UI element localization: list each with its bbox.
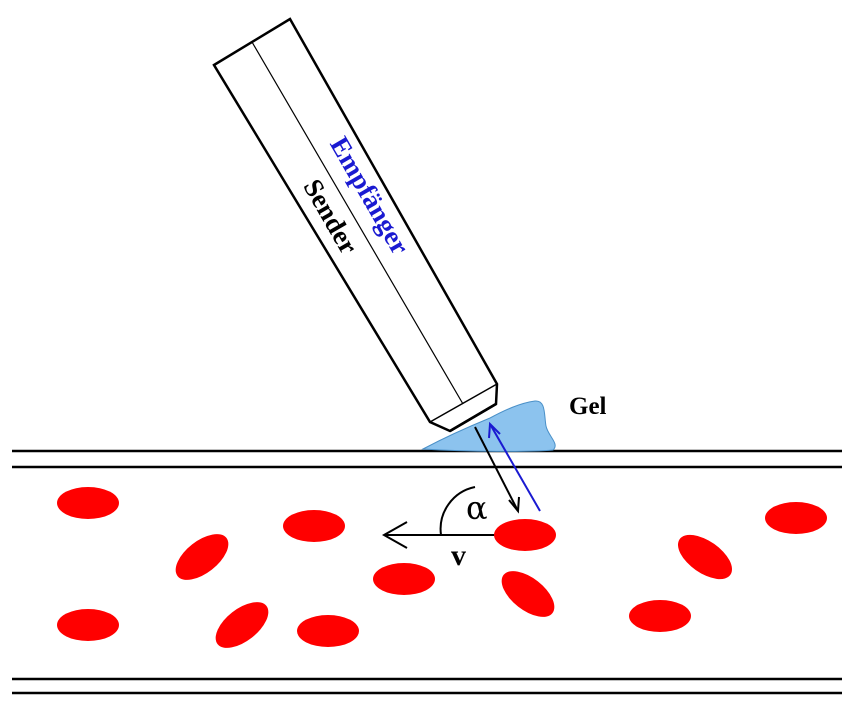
blood-cell (373, 563, 435, 595)
blood-cell (297, 615, 359, 647)
blood-cell (765, 502, 827, 534)
blood-cell (629, 600, 691, 632)
blood-cell (283, 510, 345, 542)
blood-cell (57, 487, 119, 519)
gel-label: Gel (569, 393, 607, 420)
velocity-label: v (451, 539, 466, 572)
reflected-beam-arrow (488, 421, 541, 512)
blood-cell (494, 519, 556, 551)
blood-cell (501, 571, 555, 617)
emitted-beam-arrow (474, 426, 520, 514)
blood-cell (677, 534, 733, 580)
blood-cell (57, 609, 119, 641)
vessel (12, 449, 842, 695)
blood-cell (215, 602, 269, 648)
angle-arc (439, 486, 476, 536)
velocity-arrow (381, 521, 497, 549)
probe-tip-face (449, 402, 497, 433)
probe-divider (251, 41, 464, 405)
probe (212, 17, 499, 433)
blood-cells (57, 487, 827, 648)
blood-cell (175, 534, 229, 580)
angle-label: α (466, 489, 488, 527)
probe-tip-bevel (429, 383, 498, 423)
probe-body (212, 17, 499, 433)
